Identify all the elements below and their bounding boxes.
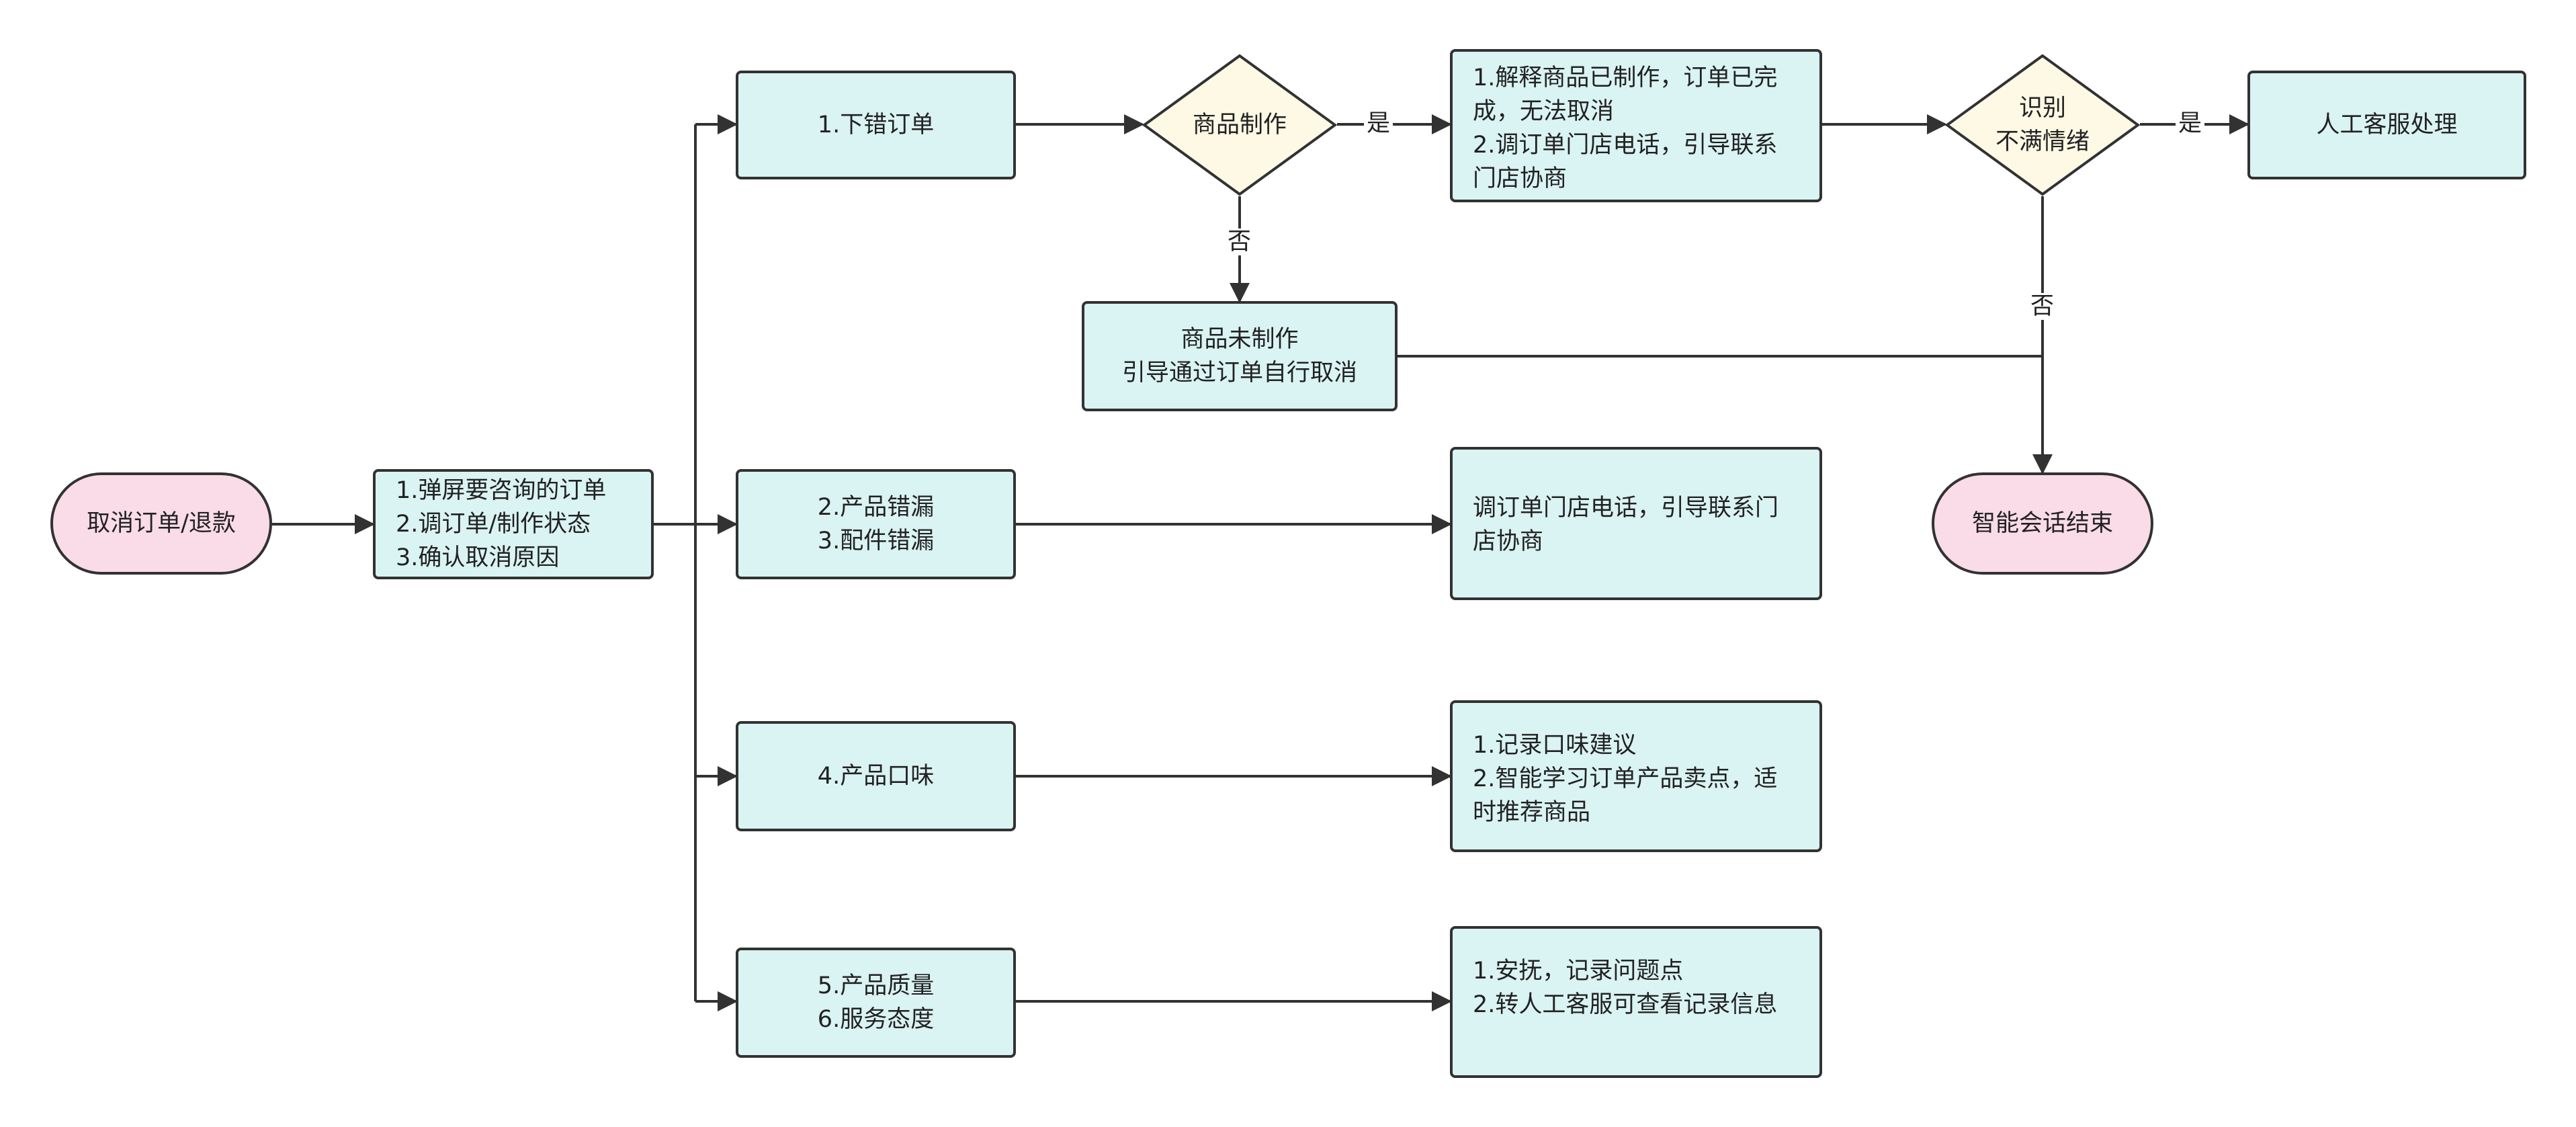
emotion-decision: 识别 不满情绪	[1945, 54, 2140, 196]
edge-label-emotion-yes: 是	[2176, 110, 2205, 137]
made-decision: 商品制作	[1142, 54, 1337, 196]
edge-label-emotion-no: 否	[2028, 293, 2057, 320]
emotion-decision-shape	[1945, 54, 2140, 196]
quality-action-node: 1.安抚，记录问题点 2.转人工客服可查看记录信息	[1450, 926, 1822, 1078]
start-label: 取消订单/退款	[87, 510, 236, 537]
made-yes-action-label: 1.解释商品已制作，订单已完成，无法取消 2.调订单门店电话，引导联系门店协商	[1473, 65, 1778, 192]
end-terminal: 智能会话结束	[1932, 472, 2153, 575]
made-yes-action-node: 1.解释商品已制作，订单已完成，无法取消 2.调订单门店电话，引导联系门店协商	[1450, 49, 1822, 202]
product-error-action-node: 调订单门店电话，引导联系门店协商	[1450, 447, 1822, 600]
human-service-label: 人工客服处理	[2316, 112, 2458, 138]
quality-node: 5.产品质量 6.服务态度	[736, 948, 1016, 1058]
check-order-label: 1.弹屏要咨询的订单 2.调订单/制作状态 3.确认取消原因	[396, 477, 607, 571]
taste-node: 4.产品口味	[736, 721, 1016, 831]
product-error-label: 2.产品错漏 3.配件错漏	[817, 494, 935, 554]
quality-label: 5.产品质量 6.服务态度	[817, 972, 935, 1033]
product-error-action-label: 调订单门店电话，引导联系门店协商	[1473, 495, 1779, 555]
made-decision-label: 商品制作	[1192, 112, 1287, 138]
quality-action-label: 1.安抚，记录问题点 2.转人工客服可查看记录信息	[1473, 958, 1778, 1018]
emotion-decision-label: 识别 不满情绪	[1995, 95, 2090, 155]
made-decision-shape	[1142, 54, 1337, 196]
edge-label-made-yes: 是	[1364, 110, 1393, 137]
wrong-order-node: 1.下错订单	[736, 71, 1016, 179]
taste-label: 4.产品口味	[817, 763, 935, 790]
check-order-step: 1.弹屏要咨询的订单 2.调订单/制作状态 3.确认取消原因	[373, 469, 654, 579]
edge-label-made-no: 否	[1225, 228, 1254, 255]
not-made-label: 商品未制作 引导通过订单自行取消	[1121, 326, 1357, 386]
product-error-node: 2.产品错漏 3.配件错漏	[736, 469, 1016, 579]
human-service-node: 人工客服处理	[2247, 71, 2526, 179]
start-terminal: 取消订单/退款	[50, 472, 272, 575]
not-made-node: 商品未制作 引导通过订单自行取消	[1082, 301, 1398, 411]
end-label: 智能会话结束	[1971, 510, 2113, 537]
wrong-order-label: 1.下错订单	[817, 112, 935, 138]
taste-action-label: 1.记录口味建议 2.智能学习订单产品卖点，适时推荐商品	[1473, 732, 1778, 826]
taste-action-node: 1.记录口味建议 2.智能学习订单产品卖点，适时推荐商品	[1450, 700, 1822, 852]
